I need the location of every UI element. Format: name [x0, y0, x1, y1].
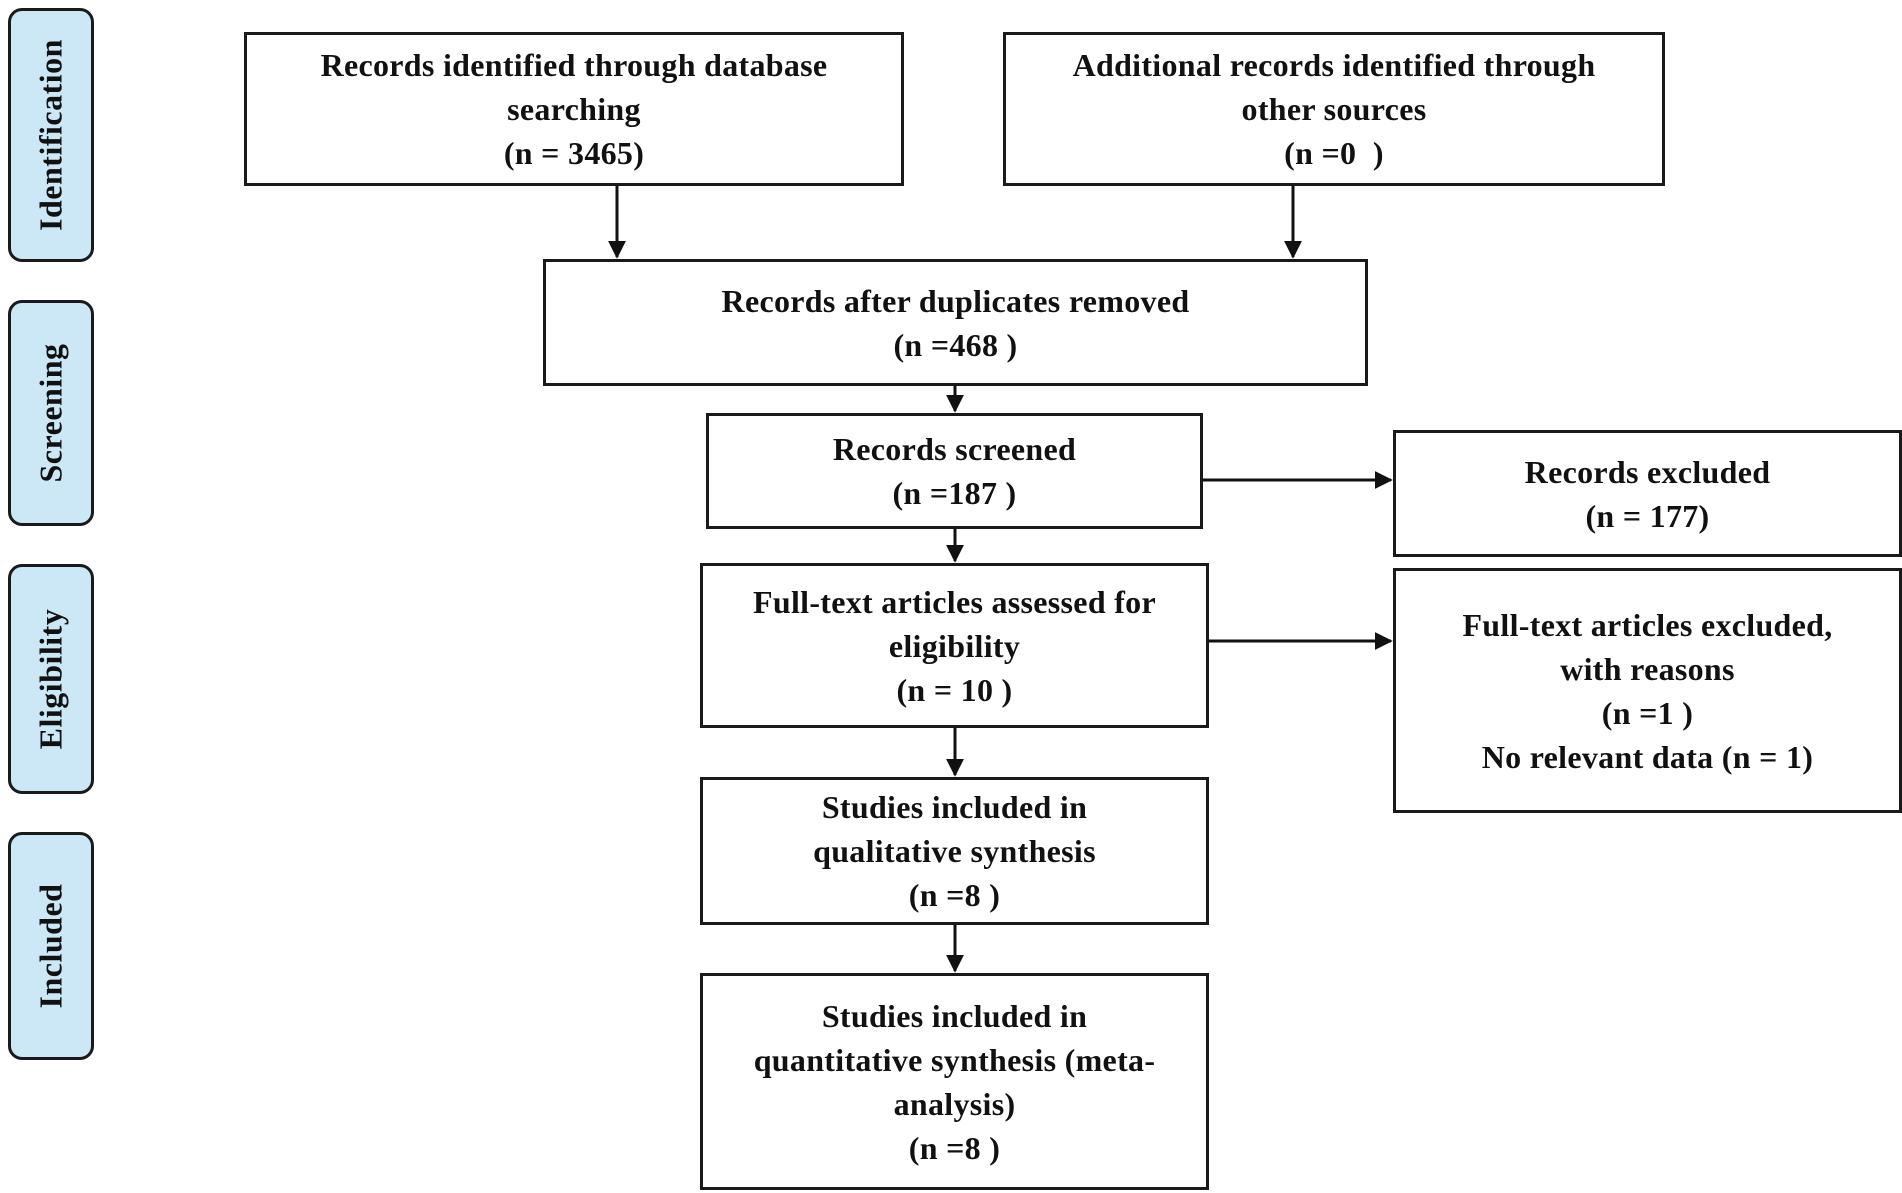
fulltext-assessed-count: (n = 10 )	[896, 671, 1013, 708]
quantitative-synthesis-count: (n =8 )	[908, 1129, 1001, 1166]
box-duplicates-removed: Records after duplicates removed (n =468…	[543, 259, 1368, 386]
box-fulltext-assessed: Full-text articles assessed for eligibil…	[700, 563, 1209, 728]
box-other-records: Additional records identified through ot…	[1003, 32, 1665, 186]
phase-screening: Screening	[8, 300, 94, 526]
records-excluded-count: (n = 177)	[1585, 497, 1710, 534]
other-records-count: (n =0 )	[1284, 135, 1384, 171]
qualitative-synthesis-count: (n =8 )	[908, 877, 1001, 913]
records-screened-text: Records screened	[832, 431, 1077, 467]
box-database-records: Records identified through database sear…	[244, 32, 904, 186]
duplicates-removed-count: (n =468 )	[893, 326, 1018, 363]
phase-eligibility: Eligibility	[8, 564, 94, 794]
quantitative-synthesis-text-2: quantitative synthesis (meta-	[753, 1041, 1156, 1078]
quantitative-synthesis-text: Studies included in	[821, 997, 1088, 1034]
records-excluded-text: Records excluded	[1524, 453, 1771, 490]
fulltext-excluded-text: Full-text articles excluded,	[1462, 606, 1833, 643]
fulltext-assessed-text-2: eligibility	[888, 627, 1021, 664]
database-records-count: (n = 3465)	[503, 135, 645, 171]
quantitative-synthesis-text-3: analysis)	[893, 1085, 1016, 1122]
fulltext-excluded-text-2: with reasons	[1560, 650, 1735, 687]
database-records-text: Records identified through database	[320, 47, 828, 83]
database-records-text-2: searching	[507, 91, 641, 127]
phase-included: Included	[8, 832, 94, 1060]
fulltext-excluded-reason: No relevant data (n = 1)	[1481, 738, 1814, 775]
qualitative-synthesis-text-2: qualitative synthesis	[813, 833, 1096, 869]
box-quantitative-synthesis: Studies included in quantitative synthes…	[700, 973, 1209, 1190]
other-records-text: Additional records identified through	[1072, 47, 1596, 83]
fulltext-excluded-count: (n =1 )	[1601, 694, 1694, 731]
other-records-text-2: other sources	[1241, 91, 1427, 127]
box-fulltext-excluded: Full-text articles excluded, with reason…	[1393, 568, 1902, 813]
phase-identification: Identification	[8, 8, 94, 262]
box-records-excluded: Records excluded (n = 177)	[1393, 430, 1902, 557]
fulltext-assessed-text: Full-text articles assessed for	[753, 583, 1156, 620]
box-qualitative-synthesis: Studies included in qualitative synthesi…	[700, 777, 1209, 925]
qualitative-synthesis-text: Studies included in	[821, 789, 1088, 825]
box-records-screened: Records screened (n =187 )	[706, 413, 1203, 529]
records-screened-count: (n =187 )	[892, 475, 1017, 511]
duplicates-removed-text: Records after duplicates removed	[721, 282, 1190, 319]
